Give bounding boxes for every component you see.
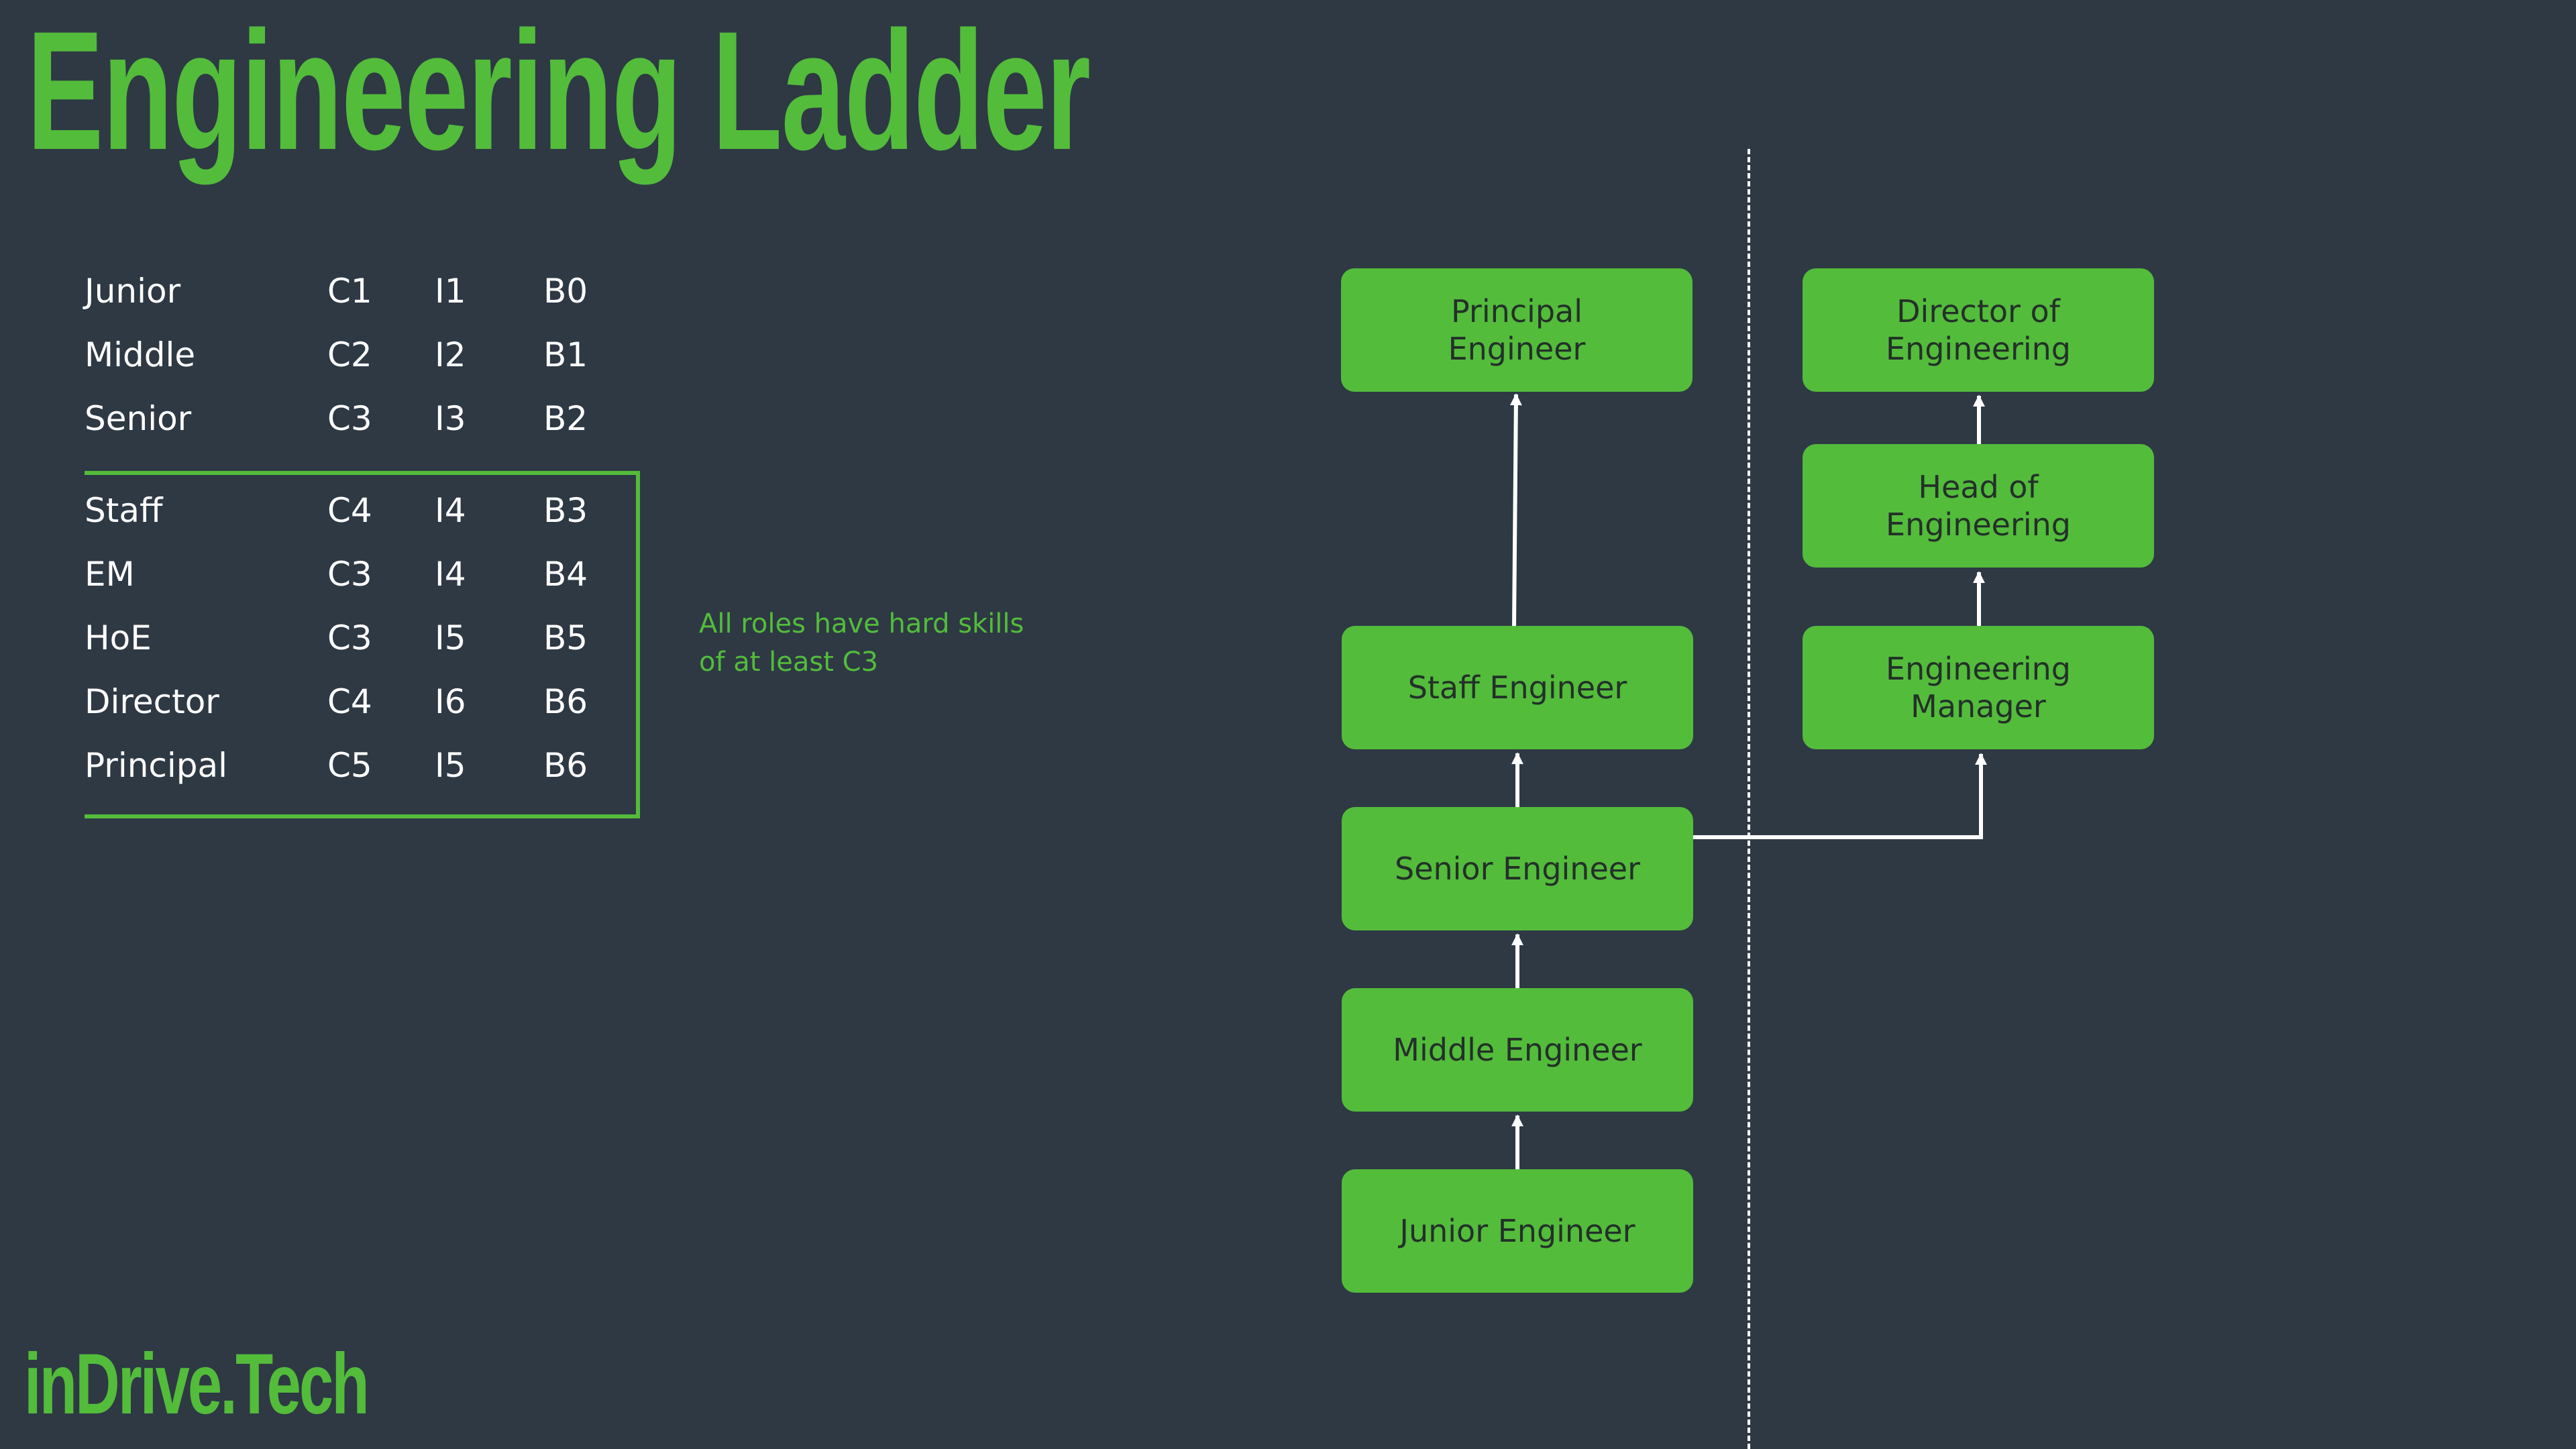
grade-behaviour: B3 [543, 491, 588, 530]
grade-craft: C3 [327, 619, 372, 657]
grade-craft: C4 [327, 682, 372, 721]
director-of-engineering-label: Director of Engineering [1886, 293, 2071, 367]
head-of-engineering-box: Head of Engineering [1803, 444, 2154, 568]
grade-role: Middle [85, 335, 196, 374]
principal-engineer-box: Principal Engineer [1341, 268, 1693, 392]
grade-behaviour: B6 [543, 682, 588, 721]
grade-role: Principal [85, 746, 228, 785]
grade-behaviour: B6 [543, 746, 588, 785]
grade-impact: I1 [435, 272, 466, 311]
brand-logo: inDrive.Tech [24, 1336, 370, 1432]
grade-role: Director [85, 682, 219, 721]
middle-engineer-box: Middle Engineer [1342, 988, 1693, 1112]
grade-craft: C1 [327, 272, 372, 311]
grade-impact: I4 [435, 491, 466, 530]
director-of-engineering-box: Director of Engineering [1803, 268, 2154, 392]
senior-roles-bracket [85, 471, 640, 818]
grade-behaviour: B5 [543, 619, 588, 657]
staff-engineer-label: Staff Engineer [1407, 669, 1627, 706]
arrow-staff-to-principal [1509, 393, 1522, 627]
grade-role: Junior [85, 272, 181, 311]
staff-engineer-box: Staff Engineer [1342, 626, 1693, 749]
grade-craft: C3 [327, 555, 372, 594]
junior-engineer-label: Junior Engineer [1399, 1213, 1635, 1249]
grade-role: EM [85, 555, 135, 594]
arrow-senior-to-em [1693, 753, 1987, 839]
grade-craft: C2 [327, 335, 372, 374]
grade-behaviour: B0 [543, 272, 588, 311]
grade-craft: C4 [327, 491, 372, 530]
head-of-engineering-label: Head of Engineering [1886, 469, 2071, 543]
grade-impact: I3 [435, 399, 466, 438]
junior-engineer-box: Junior Engineer [1342, 1169, 1693, 1293]
grade-craft: C5 [327, 746, 372, 785]
engineering-manager-label: Engineering Manager [1886, 651, 2071, 724]
principal-engineer-label: Principal Engineer [1448, 293, 1586, 367]
grade-behaviour: B1 [543, 335, 588, 374]
grade-impact: I6 [435, 682, 466, 721]
grade-impact: I5 [435, 619, 466, 657]
grade-impact: I4 [435, 555, 466, 594]
grade-impact: I5 [435, 746, 466, 785]
hard-skills-note: All roles have hard skills of at least C… [699, 608, 1024, 678]
grade-behaviour: B4 [543, 555, 588, 594]
grade-craft: C3 [327, 399, 372, 438]
engineering-manager-box: Engineering Manager [1803, 626, 2154, 749]
grade-role: HoE [85, 619, 152, 657]
grade-behaviour: B2 [543, 399, 588, 438]
grade-role: Senior [85, 399, 192, 438]
middle-engineer-label: Middle Engineer [1393, 1032, 1642, 1068]
senior-engineer-label: Senior Engineer [1395, 851, 1640, 887]
senior-engineer-box: Senior Engineer [1342, 807, 1693, 930]
track-divider [1748, 149, 1750, 1449]
grade-impact: I2 [435, 335, 466, 374]
page-title: Engineering Ladder [27, 0, 1091, 185]
grade-role: Staff [85, 491, 163, 530]
